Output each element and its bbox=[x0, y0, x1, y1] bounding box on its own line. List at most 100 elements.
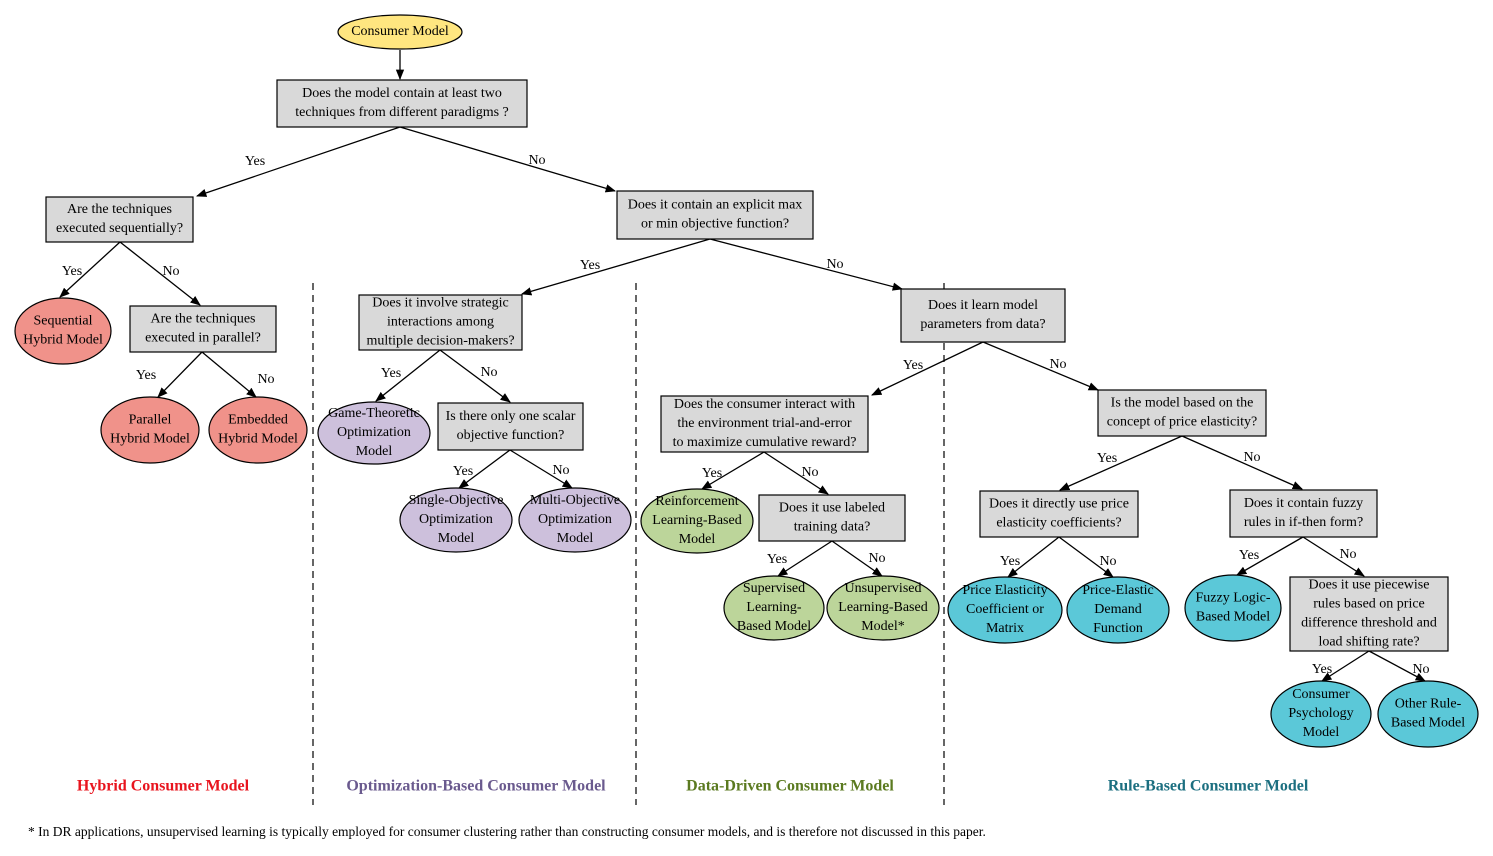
edge-label-no: No bbox=[1412, 662, 1429, 677]
edge-arrow-23 bbox=[1236, 536, 1304, 576]
node-text-line: Learning-Based bbox=[838, 600, 927, 615]
edge-arrow-15 bbox=[701, 451, 765, 490]
footnote: * In DR applications, unsupervised learn… bbox=[28, 824, 986, 839]
question-box bbox=[1097, 389, 1267, 437]
question-box bbox=[1289, 576, 1449, 652]
node-text-line: Does the consumer interact with bbox=[674, 397, 855, 412]
node-text-line: load shifting rate? bbox=[1318, 635, 1419, 650]
edge-arrow-5 bbox=[157, 351, 203, 398]
node-text-line: Model bbox=[557, 531, 594, 546]
node-text-line: multiple decision-makers? bbox=[366, 334, 514, 349]
edge-label-yes: Yes bbox=[903, 358, 923, 373]
node-text-line: Parallel bbox=[129, 413, 172, 428]
edge-label-no: No bbox=[552, 463, 569, 478]
node-text-line: Does it learn model bbox=[928, 298, 1038, 313]
edge-arrow-13 bbox=[871, 341, 984, 396]
node-text-line: Is the model based on the bbox=[1111, 396, 1254, 411]
node-text-line: Hybrid Model bbox=[110, 432, 190, 447]
node-text-line: Based Model bbox=[1391, 716, 1465, 731]
edge-label-no: No bbox=[1099, 554, 1116, 569]
edge-label-yes: Yes bbox=[580, 258, 600, 273]
edge-label-yes: Yes bbox=[136, 368, 156, 383]
edge-label-yes: Yes bbox=[453, 464, 473, 479]
edge-arrow-9 bbox=[375, 349, 441, 402]
edge-label-yes: Yes bbox=[1000, 554, 1020, 569]
question-box bbox=[45, 196, 194, 243]
model-ellipse bbox=[208, 396, 308, 464]
model-ellipse bbox=[399, 487, 513, 553]
edge-label-no: No bbox=[1339, 547, 1356, 562]
node-text-line: Optimization bbox=[337, 425, 411, 440]
model-ellipse bbox=[1270, 680, 1372, 748]
question-node-n21: Does it contain fuzzy rules in if-then fo… bbox=[1229, 489, 1378, 538]
model-ellipse bbox=[1377, 680, 1479, 748]
edge-arrow-1 bbox=[196, 126, 401, 197]
model-ellipse bbox=[826, 575, 940, 641]
node-text-line: Does the model contain at least two bbox=[302, 86, 502, 101]
node-text-line: Model bbox=[1303, 725, 1340, 740]
edge-label-no: No bbox=[257, 372, 274, 387]
model-node-n24: Fuzzy Logic-Based Model bbox=[1184, 574, 1282, 642]
category-label-optimization: Optimization-Based Consumer Model bbox=[346, 778, 606, 795]
node-text-line: Based Model bbox=[737, 619, 811, 634]
edge-label-yes: Yes bbox=[245, 154, 265, 169]
model-ellipse bbox=[14, 297, 112, 365]
node-text-line: Other Rule- bbox=[1395, 697, 1462, 712]
model-ellipse bbox=[1066, 576, 1170, 644]
node-text-line: Unsupervised bbox=[845, 581, 922, 596]
edge-label-no: No bbox=[801, 465, 818, 480]
model-node-n27: Other Rule- Based Model bbox=[1377, 680, 1479, 748]
edge-arrow-21 bbox=[1007, 536, 1060, 578]
category-separators bbox=[312, 283, 945, 805]
node-text-line: rules in if-then form? bbox=[1244, 515, 1363, 530]
node-text-line: Optimization bbox=[538, 512, 612, 527]
model-ellipse bbox=[518, 487, 632, 553]
node-text-line: Fuzzy Logic- bbox=[1195, 591, 1270, 606]
node-text-line: elasticity coefficients? bbox=[996, 516, 1121, 531]
node-text-line: executed in parallel? bbox=[145, 331, 261, 346]
edge-arrow-12 bbox=[509, 449, 573, 489]
edge-arrow-2 bbox=[399, 126, 616, 193]
node-text-line: interactions among bbox=[387, 315, 494, 330]
node-text-line: training data? bbox=[794, 520, 871, 535]
edge-label-yes: Yes bbox=[1312, 662, 1332, 677]
node-text-line: Optimization bbox=[419, 512, 493, 527]
node-text-line: Sequential bbox=[33, 314, 92, 329]
edge-arrow-19 bbox=[1059, 435, 1183, 491]
model-ellipse bbox=[947, 576, 1063, 644]
question-node-n17: Does it use labeled training data? bbox=[758, 494, 906, 542]
edge-label-no: No bbox=[528, 153, 545, 168]
node-text-line: Supervised bbox=[743, 581, 805, 596]
node-text-line: techniques from different paradigms ? bbox=[295, 105, 509, 120]
node-text-line: Does it contain fuzzy bbox=[1244, 496, 1363, 511]
node-text-line: Model* bbox=[861, 619, 905, 634]
node-text-line: Consumer Model bbox=[351, 24, 449, 39]
node-text-line: Are the techniques bbox=[151, 312, 256, 327]
model-ellipse bbox=[317, 401, 431, 465]
node-text-line: parameters from data? bbox=[920, 317, 1045, 332]
edge-arrow-6 bbox=[201, 351, 257, 398]
node-text-line: Single-Objective bbox=[409, 493, 504, 508]
edge-label-no: No bbox=[826, 257, 843, 272]
edge-arrow-14 bbox=[982, 341, 1099, 391]
edge-arrow-11 bbox=[458, 449, 511, 489]
node-text-line: Function bbox=[1093, 621, 1143, 636]
edge-arrow-7 bbox=[521, 238, 711, 296]
node-text-line: Does it use labeled bbox=[779, 501, 885, 516]
node-text-line: Model bbox=[438, 531, 475, 546]
